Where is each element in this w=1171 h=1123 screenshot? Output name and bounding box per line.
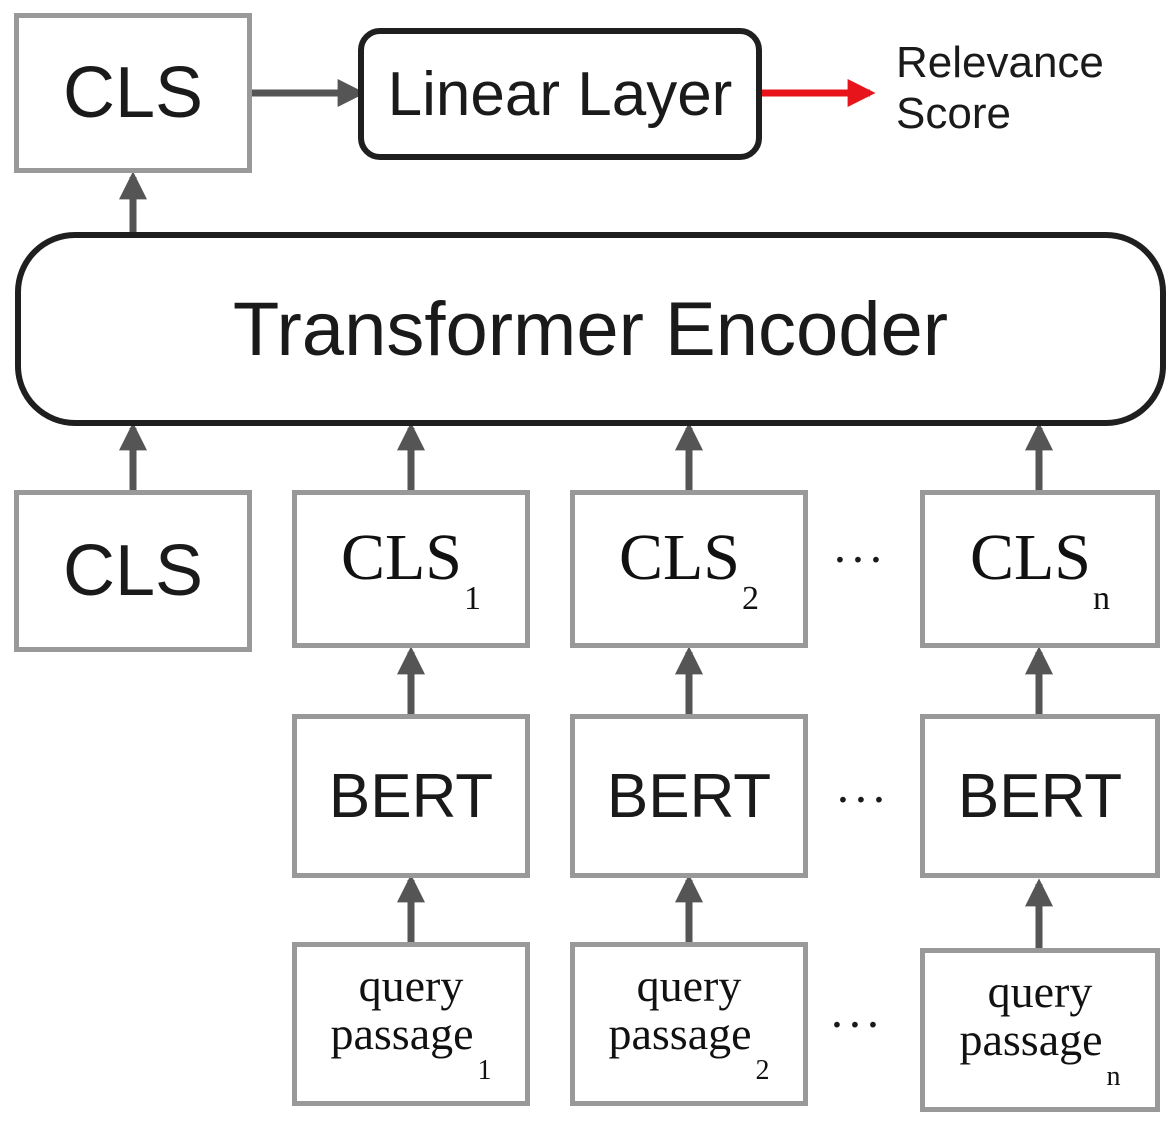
cls-box-n: CLSn <box>920 490 1160 648</box>
input-n-passage: passagen <box>959 1013 1121 1093</box>
transformer-encoder-box: Transformer Encoder <box>15 232 1166 426</box>
input-1-query: query <box>358 959 464 1011</box>
input-n-query: query <box>987 965 1093 1017</box>
linear-layer-box: Linear Layer <box>358 28 762 160</box>
cls-n-label: CLSn <box>969 520 1111 618</box>
input-2-subscript: 2 <box>755 1055 770 1087</box>
input-box-2: query passage2 <box>570 942 808 1106</box>
cls-1-subscript: 1 <box>464 580 482 618</box>
input-n-subscript: n <box>1106 1061 1121 1093</box>
input-row-ellipsis: ··· <box>830 1000 884 1051</box>
relevance-label-line2: Score <box>896 88 1011 138</box>
input-2-passage: passage2 <box>608 1007 770 1087</box>
cls-box-1: CLS1 <box>292 490 530 648</box>
cls-box-2: CLS2 <box>570 490 808 648</box>
cls-2-label: CLS2 <box>618 520 760 618</box>
input-1-subscript: 1 <box>477 1055 492 1087</box>
bert-n-label: BERT <box>957 761 1123 831</box>
bert-2-label: BERT <box>606 761 772 831</box>
input-box-1: query passage1 <box>292 942 530 1106</box>
cls-2-subscript: 2 <box>742 580 760 618</box>
top-cls-box: CLS <box>14 13 252 173</box>
input-1-passage: passage1 <box>330 1007 492 1087</box>
cls-n-subscript: n <box>1093 580 1111 618</box>
bert-box-1: BERT <box>292 714 530 878</box>
linear-layer-label: Linear Layer <box>387 59 733 129</box>
input-box-n: query passagen <box>920 948 1160 1112</box>
bert-1-label: BERT <box>328 761 494 831</box>
input-2-query: query <box>636 959 742 1011</box>
relevance-label-line1: Relevance <box>896 38 1104 87</box>
bert-box-n: BERT <box>920 714 1160 878</box>
cls-row-ellipsis: ··· <box>833 535 887 586</box>
cls-1-label: CLS1 <box>340 520 482 618</box>
relevance-score-label: Relevance Score <box>896 38 1104 139</box>
bert-box-2: BERT <box>570 714 808 878</box>
bert-row-ellipsis: ··· <box>836 775 890 826</box>
cls-box-plain: CLS <box>14 490 252 652</box>
top-cls-label: CLS <box>62 53 204 133</box>
cls-plain-label: CLS <box>62 531 204 611</box>
transformer-encoder-label: Transformer Encoder <box>232 286 949 372</box>
